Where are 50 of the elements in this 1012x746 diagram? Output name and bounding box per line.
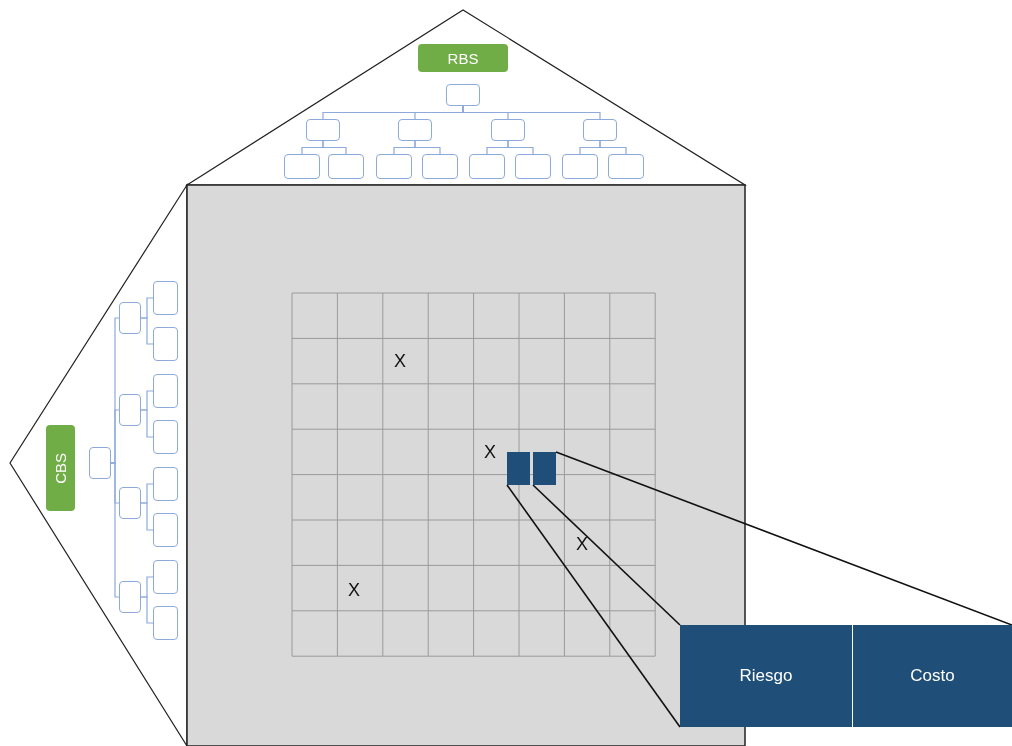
tree-box xyxy=(119,302,141,334)
tree-box xyxy=(491,119,525,141)
matrix-cell xyxy=(507,452,530,485)
tree-box xyxy=(153,420,178,454)
tree-box xyxy=(89,447,111,479)
tree-box xyxy=(153,560,178,594)
label-text: RBS xyxy=(447,49,479,67)
tree-box xyxy=(153,513,178,547)
tree-box xyxy=(608,154,644,179)
x-mark: X xyxy=(348,580,360,601)
tree-box xyxy=(398,119,432,141)
zoom-line xyxy=(506,484,681,728)
tree-box xyxy=(583,119,617,141)
tree-connector xyxy=(462,105,601,120)
x-mark: X xyxy=(576,534,588,555)
tree-box xyxy=(153,327,178,361)
tree-box xyxy=(376,154,412,179)
label-badge-background xyxy=(418,44,508,72)
tree-box xyxy=(153,374,178,408)
tree-box xyxy=(515,154,551,179)
cell-label: Costo xyxy=(910,666,955,686)
tree-connector xyxy=(140,409,154,438)
tree-connector xyxy=(110,462,120,598)
tree-box xyxy=(306,119,340,141)
tree-connector xyxy=(507,140,534,155)
tree-box xyxy=(153,281,178,315)
tree-connector xyxy=(599,140,627,155)
tree-box xyxy=(284,154,320,179)
zoom-line xyxy=(532,484,681,626)
tree-connector xyxy=(140,502,154,531)
x-mark: X xyxy=(484,442,496,463)
tree-connector xyxy=(140,596,154,624)
tree-connector xyxy=(322,140,347,155)
tree-box xyxy=(469,154,505,179)
tree-box xyxy=(328,154,364,179)
tree-box xyxy=(119,487,141,519)
tree-box xyxy=(446,84,480,106)
matrix-cell xyxy=(533,452,556,485)
tree-box xyxy=(119,394,141,426)
label-text: CBS xyxy=(52,452,69,484)
label-badge-background xyxy=(46,425,75,511)
cell-label: Riesgo xyxy=(739,666,793,686)
tree-box xyxy=(119,581,141,613)
tree-connector xyxy=(414,140,441,155)
x-mark: X xyxy=(394,351,406,372)
tree-box xyxy=(153,467,178,501)
tree-connector xyxy=(140,317,154,345)
tree-box xyxy=(562,154,598,179)
tree-box xyxy=(422,154,458,179)
tree-box xyxy=(153,606,178,640)
